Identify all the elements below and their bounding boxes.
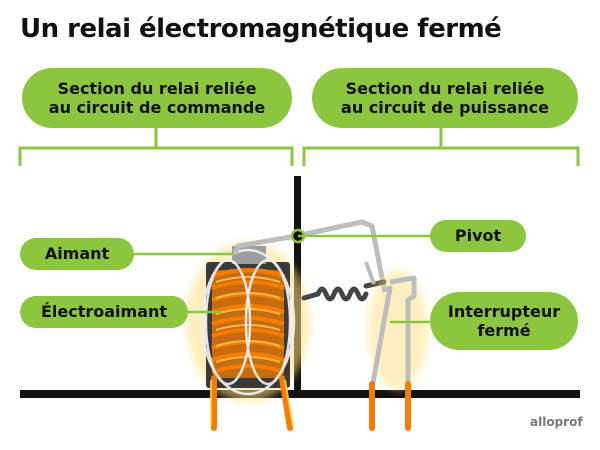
section-brackets [18,128,580,166]
switch-contacts [369,275,417,389]
switch-wires [369,381,411,431]
magnetic-field-lines [200,248,296,396]
interrupteur-label: Interrupteur fermé [430,292,578,350]
leader-lines [134,234,432,324]
spring-arm [364,261,376,285]
power-bracket [302,146,580,166]
section-command-label: Section du relai reliée au circuit de co… [22,68,292,128]
pivot-label: Pivot [430,220,526,252]
page-title: Un relai électromagnétique fermé [20,14,502,44]
section-power-label: Section du relai reliée au circuit de pu… [312,68,578,128]
coil-wires [211,375,293,431]
switch-glow [368,270,428,390]
command-bracket [18,146,294,166]
aimant-label: Aimant [20,238,134,270]
spring [301,279,387,302]
brand-logo: alloprof [530,415,583,429]
base-bar [20,390,580,398]
electroaimant-label: Électroaimant [20,296,188,328]
